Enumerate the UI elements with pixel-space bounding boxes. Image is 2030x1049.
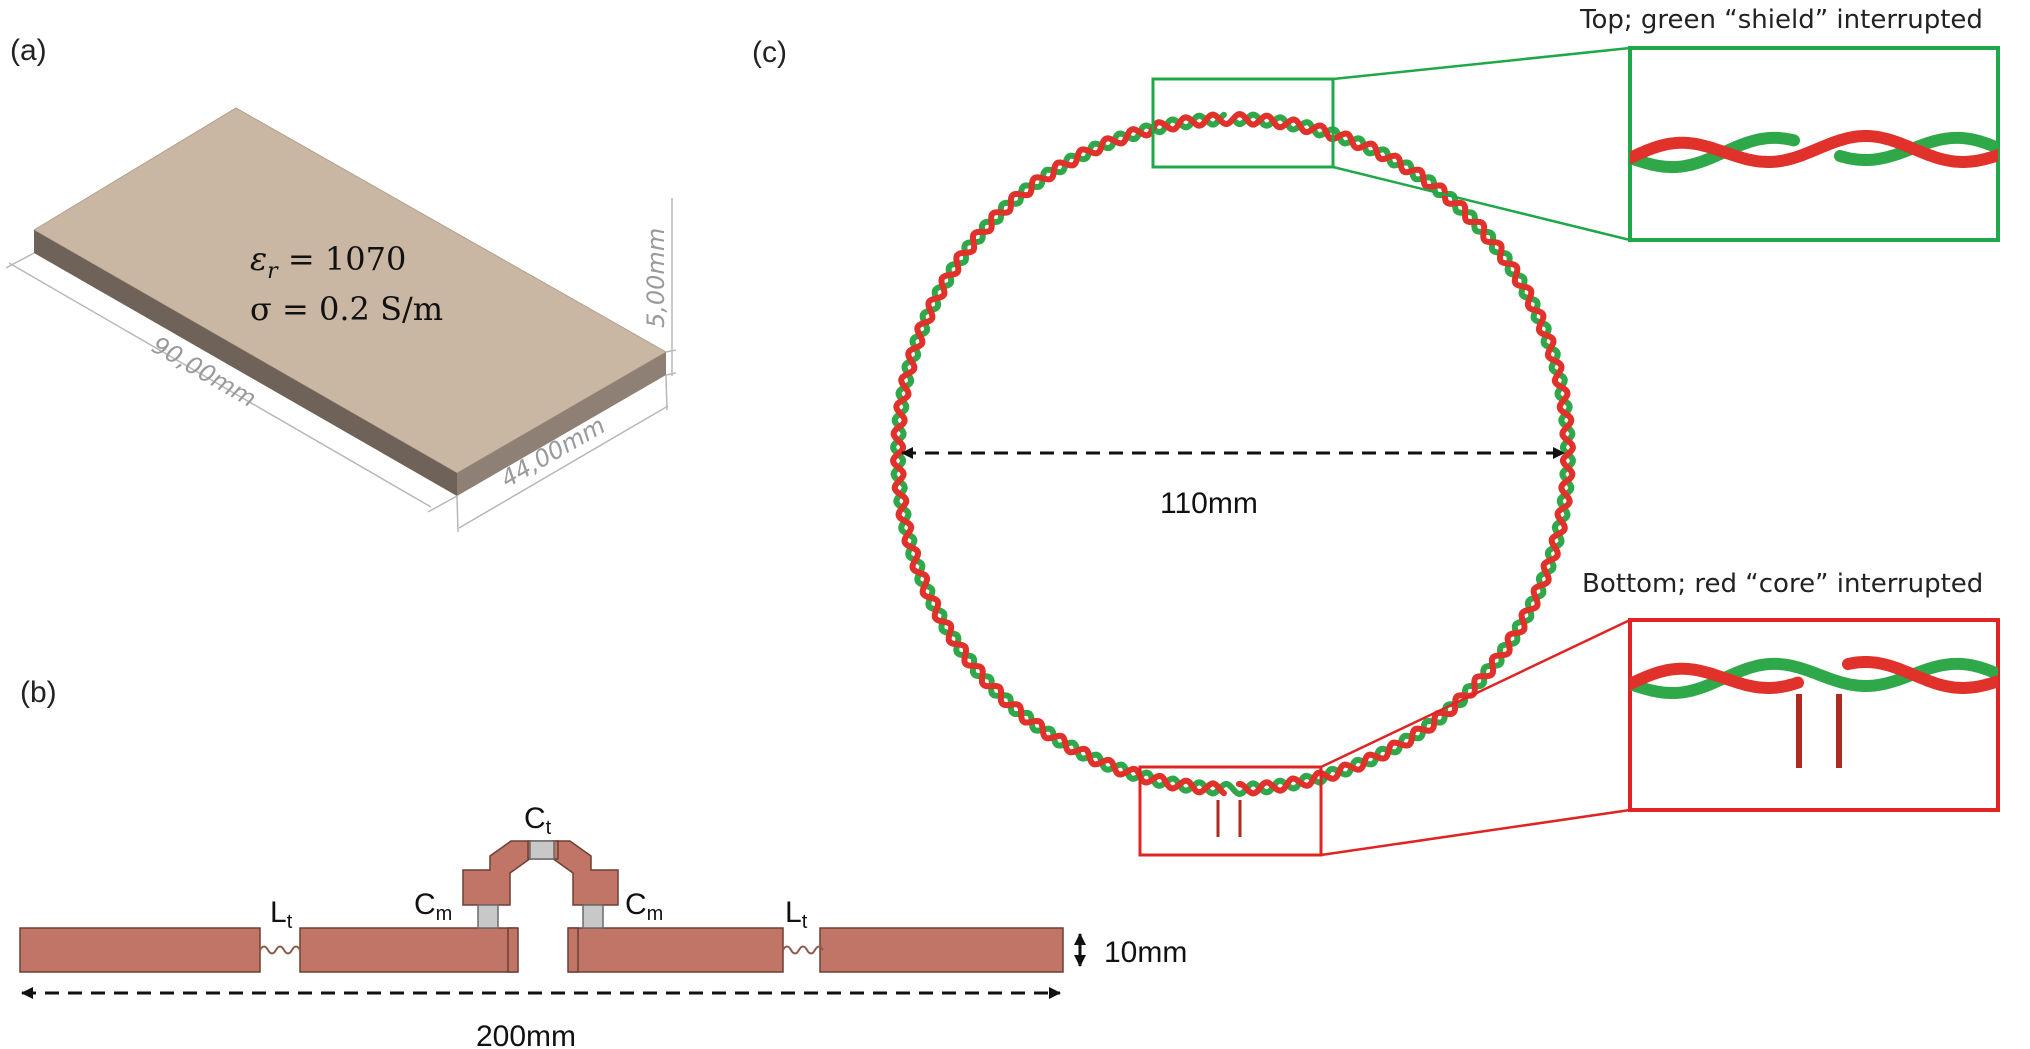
inductor-lt-right [782,945,824,955]
twisted-pair-loop [890,111,1576,797]
panel-b: (b) Lt Lt Cm Cm Ct [19,676,1187,1049]
panel-c-label: (c) [752,36,787,69]
panel-a: (a) 90,00mm 44,00mm 5,00mm εr = 1070 σ =… [5,34,677,533]
label-lt-left: Lt [270,896,293,933]
permittivity-subscript: r [267,259,279,284]
dim-length-b-label: 200mm [476,1020,576,1049]
slab-side-face [457,352,666,496]
capacitor-ct [529,840,555,860]
cad-dimension-lines [5,198,677,533]
bottom-highlight-box [1138,765,1323,857]
inductors [259,945,824,955]
top-highlight-box [1151,77,1335,169]
slab-front-face [34,230,457,496]
svg-text:εr = 1070: εr = 1070 [250,240,406,284]
inset-bottom-title: Bottom; red “core” interrupted [1582,569,1983,599]
conductor-segment-2 [299,927,517,973]
gap-stub-right [567,927,579,973]
bottom-inset-green-strand [1630,657,1998,700]
panel-a-label: (a) [10,34,47,67]
inductor-lt-left [259,945,301,955]
dielectric-slab [33,107,668,496]
label-ct: Ct [524,802,552,839]
capacitor-cm-left [477,904,499,929]
panel-c: (c) 110mm Top; green “shield” interrupte… [752,5,2000,857]
dim-height-label: 10mm [1104,936,1187,969]
bridge-conductor [462,840,532,906]
permittivity-symbol: ε [250,240,267,278]
dim-diameter-label: 110mm [1160,487,1258,520]
height-dimension: 10mm [1074,933,1187,969]
conductor-segment-3 [568,927,784,973]
panel-b-label: (b) [20,676,57,709]
loop-feed-leads [1216,800,1242,837]
top-inset-cable [1630,130,1998,174]
label-cm-left: Cm [414,888,452,925]
bottom-inset-red-strand [1630,656,1998,694]
label-lt-right: Lt [785,896,808,933]
length-dimension: 200mm [21,987,1061,1049]
coil-cross-section [19,840,1064,973]
top-inset-red-strand [1630,130,1998,168]
bridge-conductor-right [551,840,619,906]
conductor-segment-1 [19,927,261,973]
loop-core-strand [890,111,1576,797]
inset-feed-lead-1 [1796,694,1802,768]
component-labels: Lt Lt Cm Cm Ct [270,802,808,933]
conductivity-equation: σ = 0.2 S/m [250,290,443,328]
bottom-inset-cable [1630,656,1998,768]
inset-top-title: Top; green “shield” interrupted [1579,5,1983,35]
dim-thickness-label: 5,00mm [642,228,670,328]
inset-feed-lead-2 [1836,694,1842,768]
label-cm-right: Cm [625,888,663,925]
permittivity-value: = 1070 [278,240,407,278]
conductor-segment-4 [819,927,1064,973]
bottom-inset-box [1628,618,2000,812]
gap-stub-left [507,927,519,973]
capacitor-cm-right [582,904,604,929]
material-properties: εr = 1070 σ = 0.2 S/m [250,240,443,328]
diameter-dimension: 110mm [901,447,1565,520]
capacitors [477,840,604,929]
